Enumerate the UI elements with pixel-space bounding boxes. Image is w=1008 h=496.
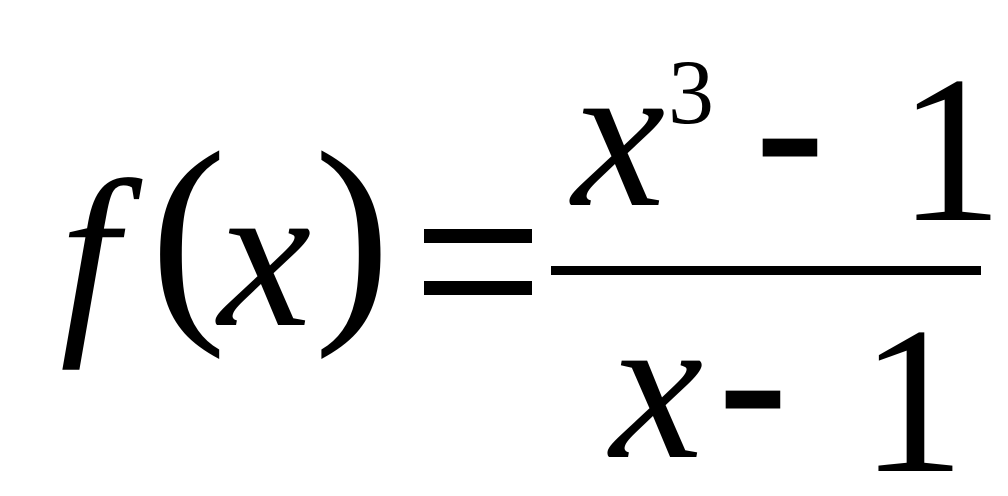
numerator-exponent: 3 [668, 41, 714, 143]
numerator-variable: x [572, 19, 666, 251]
denominator-variable: x [610, 271, 704, 496]
denominator-minus: - [718, 263, 788, 495]
equals-sign-top-bar [424, 229, 532, 243]
left-parenthesis: ( [150, 105, 227, 360]
function-name: f [60, 139, 119, 371]
equals-sign-bottom-bar [424, 281, 532, 295]
right-parenthesis: ) [314, 105, 391, 360]
numerator-minus: - [755, 11, 825, 243]
fraction-bar [551, 266, 981, 275]
denominator-constant: 1 [860, 285, 965, 496]
numerator-constant: 1 [898, 34, 1003, 266]
function-argument: x [218, 139, 312, 371]
